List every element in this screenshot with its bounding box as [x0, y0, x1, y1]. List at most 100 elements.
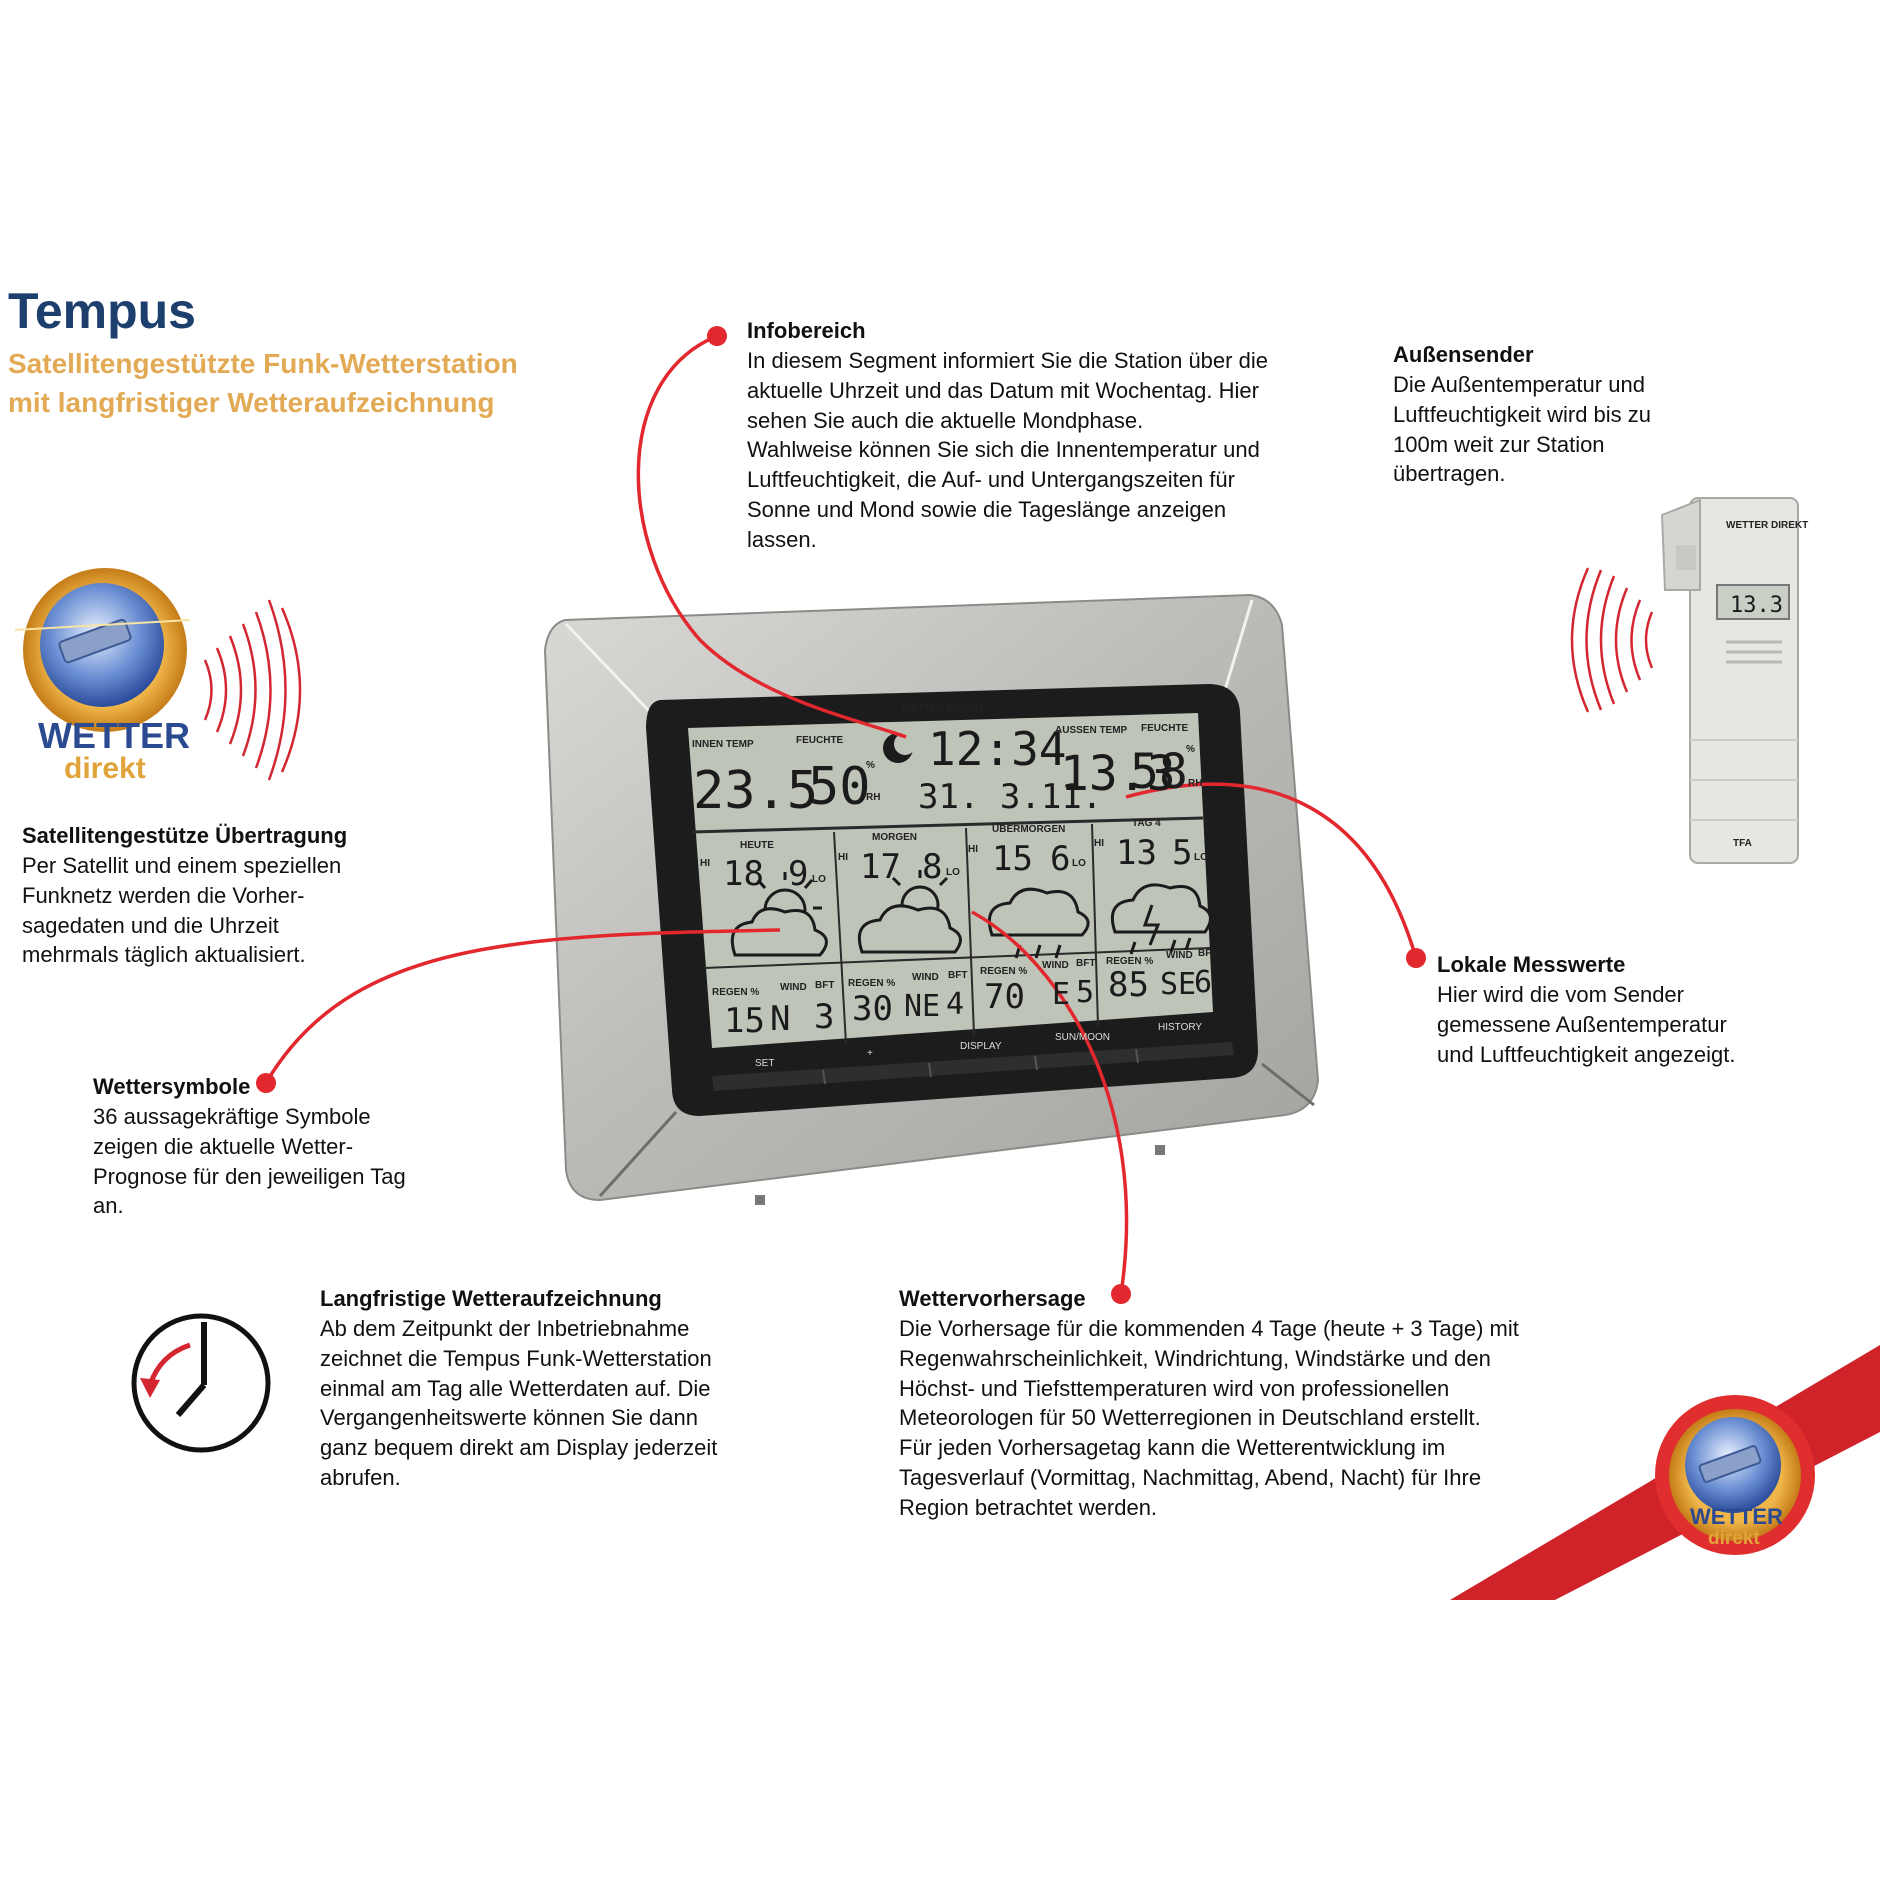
day-hi: 18 — [723, 854, 764, 894]
history-button[interactable]: HISTORY — [1158, 1022, 1202, 1033]
sensor-maker: TFA — [1733, 838, 1752, 849]
weather-icon-cloud-sun — [857, 870, 962, 954]
block-line: lassen. — [747, 526, 817, 552]
block-line: ganz bequem direkt am Display jederzeit — [320, 1435, 718, 1461]
hi-label: HI — [838, 852, 848, 863]
day-hi: 17 — [860, 847, 901, 887]
outdoor-hum-value: 58 — [1130, 744, 1188, 800]
sensor-reading: 13.3 — [1730, 593, 1783, 618]
block-line: Für jeden Vorhersagetag kann die Wettere… — [899, 1435, 1446, 1461]
lokale-messwerte-block: Lokale Messwerte Hier wird die vom Sende… — [1437, 950, 1735, 1069]
callout-dot-lokale — [1406, 948, 1426, 968]
subtitle-line: mit langfristiger Wetteraufzeichnung — [8, 387, 495, 418]
block-line: Meteorologen für 50 Wetterregionen in De… — [899, 1405, 1481, 1431]
lo-label: LO — [1194, 852, 1208, 863]
day-bft: 3 — [814, 997, 834, 1037]
outdoor-sensor-device — [1660, 497, 1799, 864]
lo-label: LO — [812, 874, 826, 885]
wettersymbole-block: Wettersymbole 36 aussagekräftige Symbole… — [93, 1072, 406, 1221]
logo-right-line2: direkt — [1708, 1528, 1760, 1549]
sun-moon-button[interactable]: SUN/MOON — [1055, 1032, 1110, 1043]
day-regen: 15 — [724, 1001, 765, 1041]
bft-label: BFT — [815, 980, 834, 991]
day-bft: 6 — [1194, 965, 1212, 1000]
block-line: Prognose für den jeweiligen Tag — [93, 1163, 406, 1189]
sensor-brand: WETTER DIREKT — [1726, 520, 1808, 531]
infobereich-block: Infobereich In diesem Segment informiert… — [747, 316, 1268, 555]
day-lo: 6 — [1050, 839, 1070, 879]
outdoor-rh: RH — [1188, 778, 1202, 789]
block-line: aktuelle Uhrzeit und das Datum mit Woche… — [747, 377, 1259, 403]
outdoor-hum-label: FEUCHTE — [1141, 723, 1189, 734]
clock-icon — [131, 1313, 271, 1453]
block-line: Wahlweise können Sie sich die Innentempe… — [747, 437, 1260, 463]
block-heading: Wettersymbole — [93, 1074, 251, 1099]
block-line: abrufen. — [320, 1464, 401, 1490]
bft-label: BFT — [1198, 948, 1217, 959]
block-line: an. — [93, 1193, 124, 1219]
page-title: Tempus — [8, 283, 196, 339]
regen-label: REGEN % — [980, 966, 1027, 977]
day-wind: E — [1052, 977, 1070, 1012]
block-line: und Luftfeuchtigkeit angezeigt. — [1437, 1041, 1736, 1067]
block-line: Höchst- und Tiefsttemperaturen wird von … — [899, 1375, 1450, 1401]
day-name: TAG 4 — [1132, 818, 1161, 829]
block-line: Hier wird die vom Sender — [1437, 982, 1684, 1007]
indoor-percent: % — [866, 760, 875, 771]
satellit-block: Satellitengestütze Übertragung Per Satel… — [22, 821, 347, 970]
block-line: Funknetz werden die Vorher- — [22, 882, 305, 908]
plus-button[interactable]: + — [867, 1048, 873, 1059]
block-line: sehen Sie auch die aktuelle Mondphase. — [747, 407, 1144, 433]
block-heading: Satellitengestütze Übertragung — [22, 823, 348, 848]
block-line: zeigen die aktuelle Wetter- — [93, 1133, 354, 1159]
logo-left-line1: WETTER — [38, 715, 190, 756]
day-regen: 30 — [852, 989, 893, 1029]
block-line: 36 aussagekräftige Symbole — [93, 1104, 371, 1129]
day-name: HEUTE — [740, 840, 774, 851]
regen-label: REGEN % — [848, 978, 895, 989]
set-button[interactable]: SET — [755, 1058, 774, 1069]
day-wind: N — [770, 999, 790, 1039]
day-hi: 15 — [992, 839, 1033, 879]
block-line: Luftfeuchtigkeit wird bis zu — [1393, 401, 1652, 427]
block-line: Ab dem Zeitpunkt der Inbetriebnahme — [320, 1316, 690, 1341]
day-wind: NE — [904, 989, 940, 1024]
clock-time: 12:34 — [928, 722, 1066, 776]
radio-waves-left — [203, 599, 302, 781]
display-button[interactable]: DISPLAY — [960, 1041, 1002, 1052]
wettervorhersage-block: Wettervorhersage Die Vorhersage für die … — [899, 1284, 1519, 1523]
block-line: mehrmals täglich aktualisiert. — [22, 942, 306, 968]
block-line: zeichnet die Tempus Funk-Wetterstation — [320, 1345, 712, 1371]
clock-date: 31. 3.11. — [918, 777, 1102, 817]
day-name: MORGEN — [872, 832, 917, 843]
block-line: Die Außentemperatur und — [1393, 372, 1645, 397]
aussensender-block: Außensender Die Außentemperatur und Luft… — [1393, 340, 1651, 489]
subtitle-line: Satellitengestützte Funk-Wetterstation — [8, 348, 518, 379]
radio-waves-right — [1570, 567, 1654, 713]
block-line: Vergangenheitswerte können Sie dann — [320, 1405, 698, 1431]
block-line: Sonne und Mond sowie die Tageslänge anze… — [747, 496, 1227, 522]
day-hi: 13 — [1116, 833, 1157, 873]
day-wind: SE — [1160, 967, 1196, 1002]
callout-dot-vorhersage — [1111, 1284, 1131, 1304]
block-heading: Langfristige Wetteraufzeichnung — [320, 1286, 662, 1311]
bft-label: BFT — [1076, 958, 1095, 969]
day-regen: 70 — [984, 977, 1025, 1017]
weather-station-device — [543, 593, 1320, 1205]
day-bft: 4 — [946, 987, 964, 1022]
page-subtitle: Satellitengestützte Funk-Wetterstation m… — [8, 344, 518, 422]
block-heading: Außensender — [1393, 342, 1534, 367]
wind-label: WIND — [912, 972, 939, 983]
block-heading: Lokale Messwerte — [1437, 952, 1626, 977]
block-line: gemessene Außentemperatur — [1437, 1011, 1727, 1037]
indoor-hum-value: 50 — [808, 757, 871, 817]
day-lo: 8 — [922, 847, 942, 887]
callout-dot-symbole — [256, 1073, 276, 1093]
block-line: Per Satellit und einem speziellen — [22, 853, 342, 878]
block-line: Regenwahrscheinlichkeit, Windrichtung, W… — [899, 1345, 1491, 1371]
outdoor-percent: % — [1186, 744, 1195, 755]
wetter-direkt-logo-left — [14, 568, 191, 732]
block-line: Die Vorhersage für die kommenden 4 Tage … — [899, 1316, 1519, 1341]
